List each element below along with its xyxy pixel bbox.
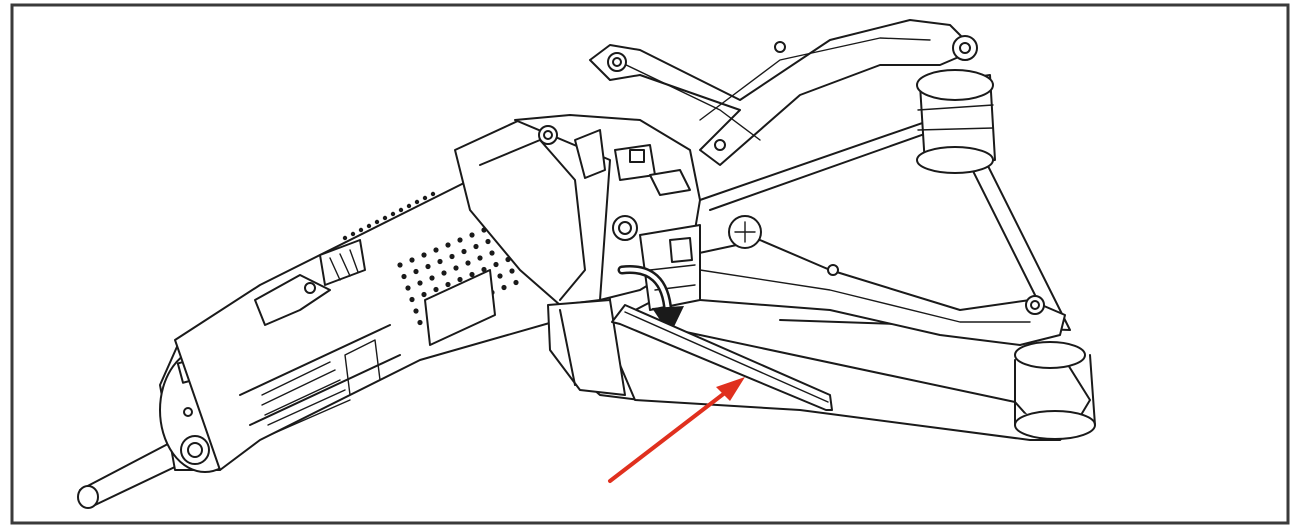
vent-dot bbox=[374, 219, 380, 225]
vent-dot bbox=[425, 263, 431, 270]
vent-dot bbox=[366, 223, 372, 229]
vent-dot bbox=[342, 235, 348, 241]
vent-dot bbox=[445, 281, 451, 288]
vent-dot bbox=[453, 265, 459, 271]
vent-dot bbox=[457, 276, 463, 283]
vent-dot bbox=[465, 260, 471, 266]
vent-dot bbox=[461, 248, 467, 255]
vent-dot bbox=[417, 319, 423, 326]
vent-dot bbox=[477, 255, 483, 261]
vent-dot bbox=[441, 270, 447, 276]
vent-dot bbox=[413, 268, 419, 275]
vent-dot bbox=[445, 242, 451, 248]
vent-dot bbox=[405, 285, 411, 291]
vent-dot bbox=[509, 268, 515, 274]
vent-dot bbox=[493, 261, 499, 268]
vent-dot bbox=[421, 252, 427, 258]
vent-dot bbox=[437, 258, 443, 265]
vent-dot bbox=[390, 211, 396, 217]
vent-dot bbox=[433, 286, 439, 293]
vent-dot bbox=[409, 296, 415, 303]
vent-dot bbox=[485, 238, 491, 245]
vent-dot bbox=[473, 243, 479, 250]
pointer-arrow-icon bbox=[608, 377, 745, 483]
vent-dot bbox=[513, 279, 519, 286]
vent-dot bbox=[469, 271, 475, 278]
vent-dot bbox=[417, 280, 423, 286]
vent-dot bbox=[457, 237, 463, 243]
hex-key bbox=[611, 304, 833, 411]
belt-sander-attachment-icon bbox=[559, 19, 1096, 441]
vent-dot bbox=[422, 195, 428, 201]
vent-dot bbox=[413, 308, 419, 314]
vent-dot bbox=[501, 284, 507, 291]
vent-dot bbox=[469, 232, 475, 238]
vent-dot bbox=[429, 275, 435, 281]
vent-dot bbox=[430, 191, 436, 197]
vent-dot bbox=[421, 291, 427, 298]
vent-dot bbox=[481, 266, 487, 273]
vent-dot bbox=[358, 227, 364, 233]
vent-dot bbox=[401, 273, 407, 280]
vent-dot bbox=[406, 203, 412, 209]
vent-dot bbox=[398, 207, 404, 213]
angle-grinder-icon bbox=[77, 114, 701, 509]
vent-dot bbox=[433, 247, 439, 253]
vent-dot bbox=[414, 199, 420, 205]
vent-dot bbox=[449, 253, 455, 260]
vent-dot bbox=[497, 273, 503, 279]
vent-dot bbox=[489, 250, 495, 256]
vent-dot bbox=[350, 231, 356, 237]
vent-dot bbox=[382, 215, 388, 221]
vent-dot bbox=[397, 262, 403, 268]
rotate-arrow-icon bbox=[617, 265, 684, 335]
vent-dot bbox=[409, 257, 415, 263]
